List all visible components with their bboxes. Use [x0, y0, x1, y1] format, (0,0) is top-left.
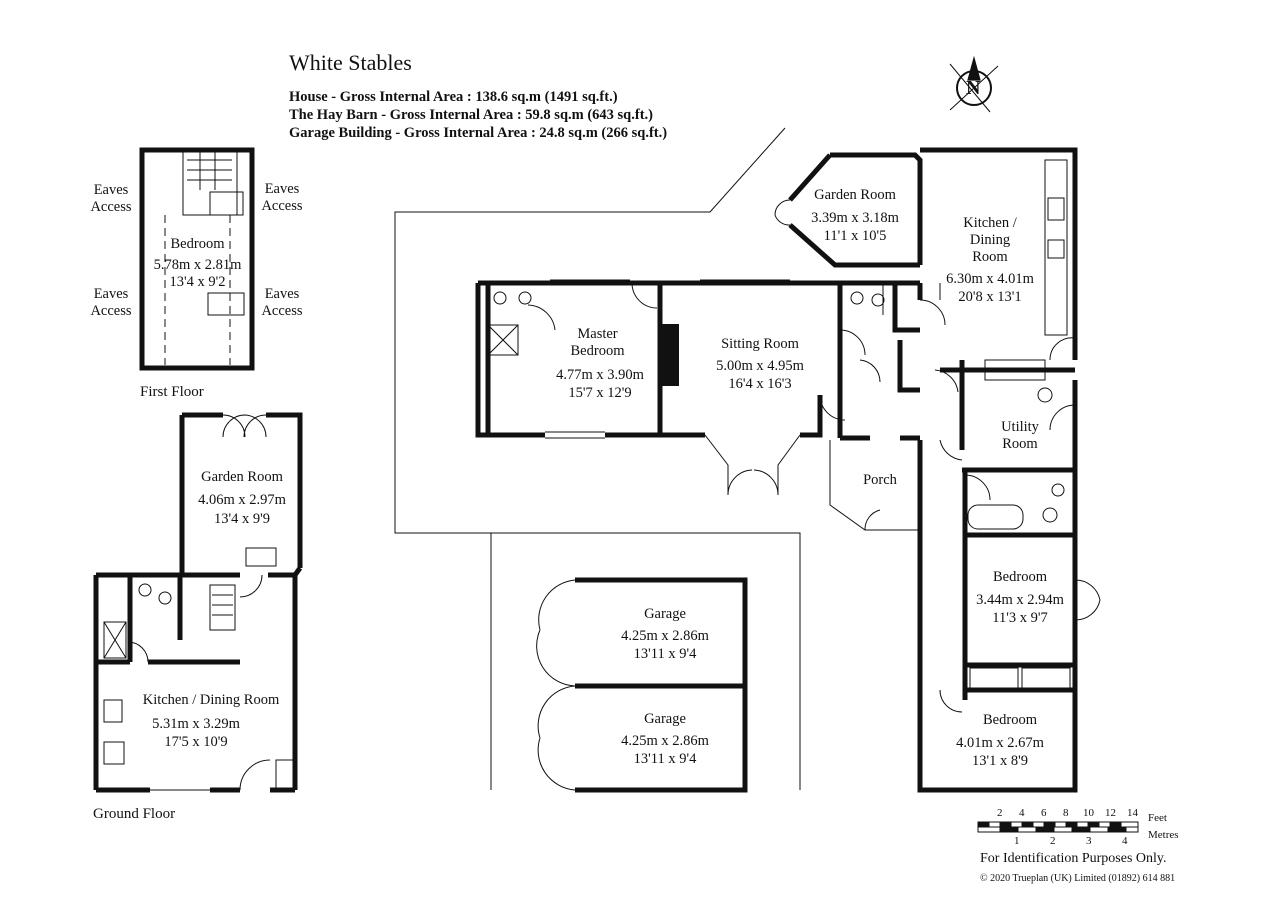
copyright: © 2020 Trueplan (UK) Limited (01892) 614…	[980, 873, 1176, 884]
room-name: Utility Room	[1001, 419, 1039, 452]
room-metric: 3.39m x 3.18m	[811, 210, 899, 226]
room-metric: 6.30m x 4.01m	[946, 271, 1034, 287]
scale-feet-tick: 4	[1019, 807, 1025, 819]
scale-metres-label: Metres	[1148, 829, 1179, 841]
room-name: Bedroom	[170, 236, 225, 252]
room-imperial: 13'11 x 9'4	[633, 751, 697, 767]
room-name: Porch	[863, 472, 897, 488]
room-imperial: 13'4 x 9'9	[214, 511, 270, 527]
eaves-access-label: Eaves Access	[90, 182, 132, 215]
area-garage: Garage Building - Gross Internal Area : …	[289, 125, 668, 141]
site-boundary	[394, 127, 801, 790]
room-imperial: 11'1 x 10'5	[823, 228, 887, 244]
room-imperial: 13'11 x 9'4	[633, 646, 697, 662]
scale-feet-tick: 8	[1063, 807, 1069, 819]
area-house: House - Gross Internal Area : 138.6 sq.m…	[289, 89, 618, 105]
compass-north-label: N	[966, 77, 981, 99]
scale-metre-tick: 3	[1086, 835, 1092, 847]
room-metric: 5.78m x 2.81m	[153, 257, 242, 273]
room-name: Garage	[644, 711, 686, 727]
room-name: Kitchen / Dining Room	[963, 215, 1017, 265]
scale-metre-tick: 4	[1122, 835, 1128, 847]
scale-feet-tick: 10	[1083, 807, 1094, 819]
room-name: Garden Room	[814, 187, 896, 203]
scale-feet-tick: 6	[1041, 807, 1047, 819]
room-name: Bedroom	[983, 712, 1037, 728]
page-title: White Stables	[289, 50, 412, 75]
room-name: Bedroom	[993, 569, 1047, 585]
room-imperial: 15'7 x 12'9	[568, 385, 632, 401]
area-hay-barn: The Hay Barn - Gross Internal Area : 59.…	[289, 107, 653, 123]
room-imperial: 17'5 x 10'9	[164, 734, 228, 750]
room-imperial: 13'4 x 9'2	[169, 274, 226, 290]
scale-feet-tick: 2	[997, 807, 1003, 819]
room-name: Kitchen / Dining Room	[142, 692, 280, 708]
room-name: Garden Room	[201, 469, 283, 485]
room-imperial: 13'1 x 8'9	[972, 753, 1028, 769]
eaves-access-label: Eaves Access	[261, 286, 303, 319]
scale-feet-label: Feet	[1148, 812, 1167, 824]
first-floor-label: First Floor	[140, 384, 204, 400]
room-metric: 3.44m x 2.94m	[976, 592, 1064, 608]
room-metric: 5.31m x 3.29m	[152, 716, 240, 732]
room-imperial: 20'8 x 13'1	[958, 289, 1022, 305]
room-name: Master Bedroom	[570, 326, 625, 359]
scale-metre-tick: 2	[1050, 835, 1056, 847]
room-metric: 4.77m x 3.90m	[556, 367, 644, 383]
room-metric: 4.06m x 2.97m	[198, 492, 286, 508]
compass-icon	[949, 55, 999, 113]
room-metric: 4.01m x 2.67m	[956, 735, 1044, 751]
disclaimer: For Identification Purposes Only.	[980, 851, 1167, 866]
room-imperial: 11'3 x 9'7	[992, 610, 1048, 626]
scale-feet-tick: 14	[1127, 807, 1138, 819]
room-metric: 4.25m x 2.86m	[621, 628, 709, 644]
eaves-access-label: Eaves Access	[90, 286, 132, 319]
room-metric: 4.25m x 2.86m	[621, 733, 709, 749]
scale-metre-tick: 1	[1014, 835, 1020, 847]
room-imperial: 16'4 x 16'3	[728, 376, 792, 392]
ground-floor-label: Ground Floor	[93, 806, 176, 822]
room-name: Sitting Room	[721, 336, 799, 352]
eaves-access-label: Eaves Access	[261, 181, 303, 214]
room-metric: 5.00m x 4.95m	[716, 358, 804, 374]
room-name: Garage	[644, 606, 686, 622]
scale-feet-tick: 12	[1105, 807, 1116, 819]
scale-bar	[977, 821, 1139, 833]
